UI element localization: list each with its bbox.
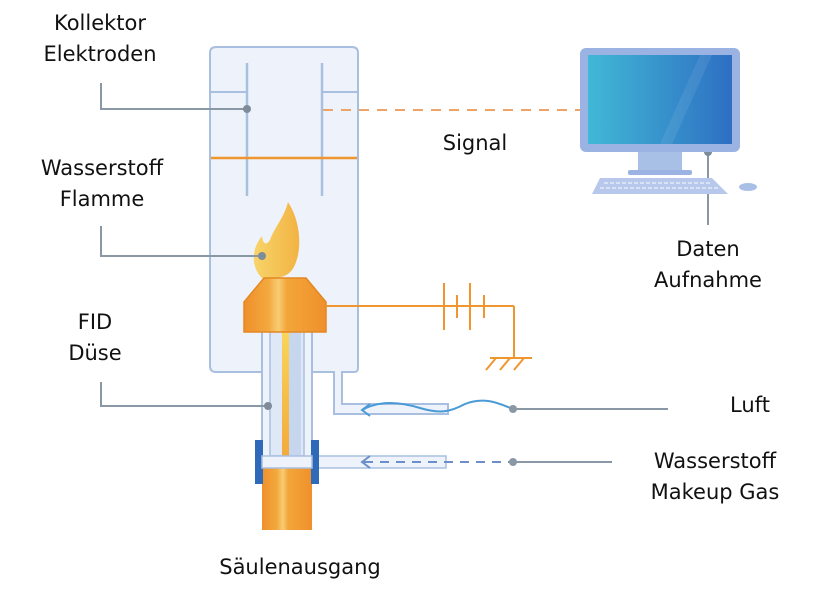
- label-signal: Signal: [442, 131, 508, 155]
- computer-icon: [580, 48, 757, 194]
- label-fid-nozzle: FID Düse: [68, 310, 122, 365]
- hydrogen-flame: [253, 202, 300, 279]
- collector-electrodes: [211, 63, 357, 196]
- label-hydrogen-makeup-gas: Wasserstoff Makeup Gas: [650, 449, 780, 504]
- label-hydrogen-flame: Wasserstoff Flamme: [40, 156, 164, 211]
- label-column-exit: Säulenausgang: [219, 555, 381, 579]
- battery-ground-circuit: [326, 283, 532, 371]
- label-air: Luft: [730, 393, 770, 417]
- label-data-acquisition: Daten Aufnahme: [654, 237, 762, 292]
- signal-line: [323, 103, 604, 117]
- column-fitting: [255, 440, 319, 530]
- fid-nozzle-head: [243, 277, 327, 333]
- nozzle-tube: [261, 329, 313, 461]
- air-inlet: [360, 399, 668, 417]
- label-collector-electrodes: Kollektor Elektroden: [43, 11, 157, 66]
- detector-housing: [209, 46, 449, 415]
- hydrogen-inlet: [319, 455, 612, 469]
